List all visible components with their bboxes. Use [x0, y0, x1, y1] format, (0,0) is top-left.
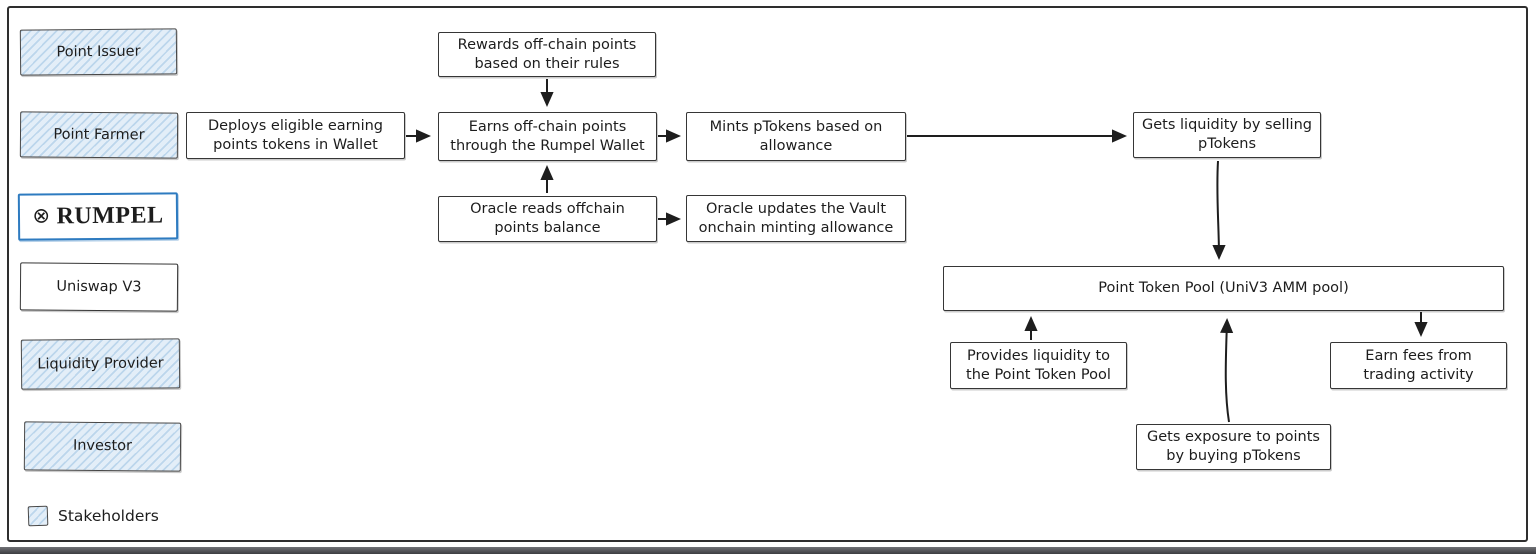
node-oracle-reads: Oracle reads offchain points balance: [438, 196, 657, 242]
node-oracle-updates: Oracle updates the Vault onchain minting…: [686, 195, 906, 242]
node-label: Gets exposure to points by buying pToken…: [1147, 429, 1320, 464]
stakeholder-label: Investor: [72, 437, 133, 455]
stakeholder-point-farmer: Point Farmer: [19, 111, 179, 159]
node-label: Earns off-chain points through the Rumpe…: [450, 118, 645, 154]
node-label: Oracle reads offchain points balance: [470, 201, 625, 236]
node-label: Provides liquidity to the Point Token Po…: [966, 347, 1111, 383]
stakeholder-investor: Investor: [23, 421, 182, 472]
diagram-frame: [7, 6, 1528, 542]
node-rewards: Rewards off-chain points based on their …: [438, 32, 656, 77]
node-label: Deploys eligible earning points tokens i…: [207, 117, 384, 153]
node-earn-fees: Earn fees from trading activity: [1330, 342, 1507, 389]
node-mints: Mints pTokens based on allowance: [686, 112, 906, 161]
stakeholder-label: Point Farmer: [53, 126, 145, 143]
rumpel-logo-label: RUMPEL: [56, 202, 164, 230]
stakeholder-label: Uniswap V3: [56, 278, 142, 295]
node-label: Point Token Pool (UniV3 AMM pool): [1098, 280, 1349, 297]
node-point-token-pool: Point Token Pool (UniV3 AMM pool): [943, 266, 1504, 311]
legend: Stakeholders: [27, 505, 159, 527]
legend-label: Stakeholders: [58, 507, 159, 525]
stakeholder-label: Liquidity Provider: [37, 355, 164, 373]
stakeholder-point-issuer: Point Issuer: [19, 28, 178, 76]
node-label: Gets liquidity by selling pTokens: [1142, 117, 1312, 152]
stakeholder-liquidity-provider: Liquidity Provider: [20, 338, 181, 390]
stakeholder-uniswap-v3: Uniswap V3: [19, 262, 179, 312]
node-provides-liquidity: Provides liquidity to the Point Token Po…: [950, 342, 1127, 389]
legend-stakeholder-swatch: [27, 505, 49, 527]
rumpel-logo-icon: ⊗: [32, 203, 51, 228]
node-gets-exposure: Gets exposure to points by buying pToken…: [1136, 424, 1331, 470]
stakeholder-label: Point Issuer: [56, 43, 141, 60]
node-deploys: Deploys eligible earning points tokens i…: [186, 112, 405, 159]
node-earns: Earns off-chain points through the Rumpe…: [438, 112, 657, 161]
stakeholder-rumpel: ⊗ RUMPEL: [17, 192, 179, 241]
node-label: Earn fees from trading activity: [1363, 347, 1474, 383]
node-label: Oracle updates the Vault onchain minting…: [698, 200, 894, 236]
node-label: Mints pTokens based on allowance: [709, 118, 883, 154]
bottom-divider-bar: [0, 547, 1536, 554]
node-label: Rewards off-chain points based on their …: [457, 36, 637, 72]
node-gets-liquidity: Gets liquidity by selling pTokens: [1133, 112, 1321, 158]
